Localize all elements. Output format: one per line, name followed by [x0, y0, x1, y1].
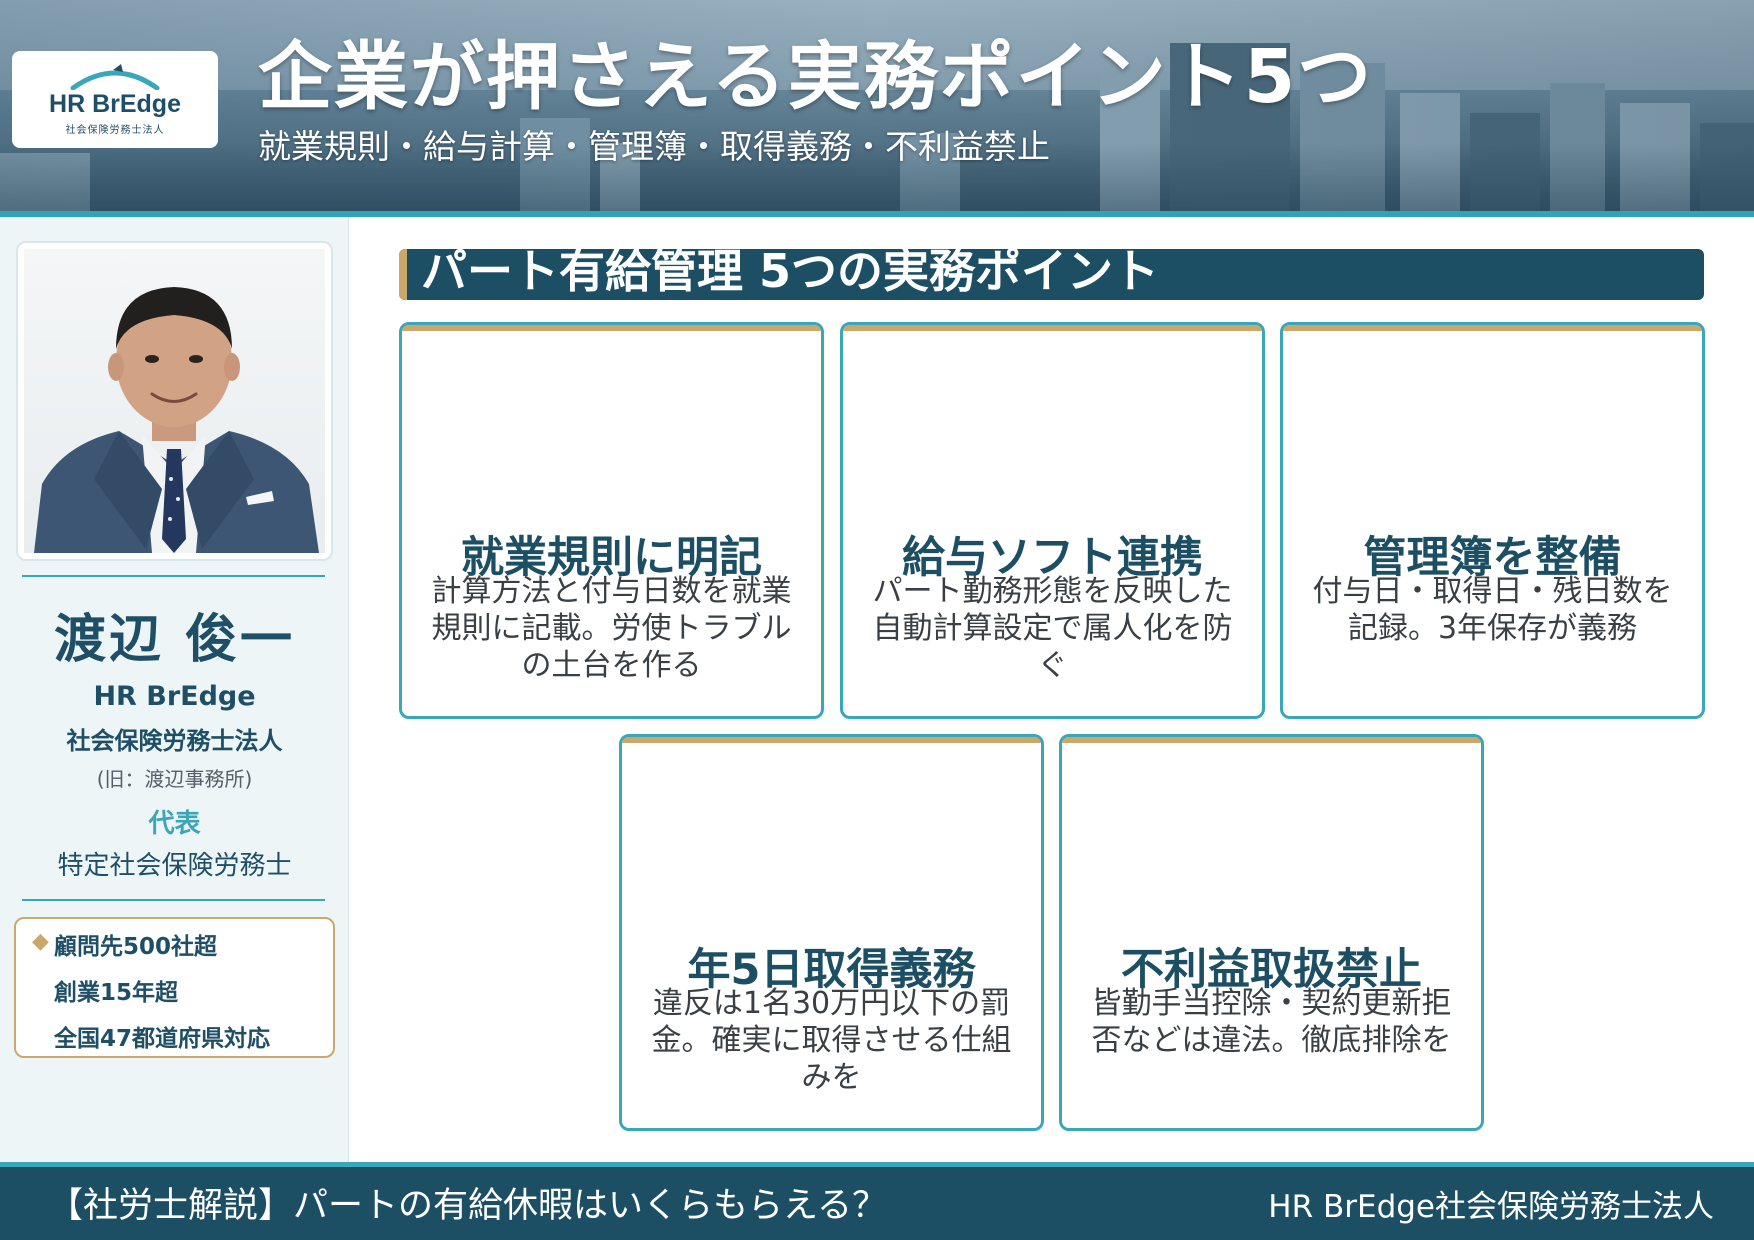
company-name-en: HR BrEdge: [93, 681, 256, 712]
card-accent: [843, 325, 1262, 331]
skyline-building: [1550, 83, 1605, 213]
section-title: パート有給管理 5つの実務ポイント: [421, 249, 1160, 298]
header-divider: [0, 211, 1754, 217]
skyline-building: [1300, 63, 1385, 213]
logo-text: HR BrEdge: [49, 89, 181, 118]
card-title: 年5日取得義務: [687, 945, 976, 995]
card-title: 就業規則に明記: [461, 533, 762, 583]
page-title: 企業が押さえる実務ポイント5つ: [258, 34, 1374, 120]
point-card: 給与ソフト連携 パート勤務形態を反映した自動計算設定で属人化を防ぐ: [840, 322, 1265, 719]
achievement-item: 創業15年超: [54, 980, 179, 1006]
achievements-box: ◆ 顧問先500社超 創業15年超 全国47都道府県対応: [14, 917, 335, 1058]
card-body: パート勤務形態を反映した自動計算設定で属人化を防ぐ: [872, 574, 1233, 683]
skyline-building: [1400, 93, 1460, 213]
card-accent: [402, 325, 821, 331]
header-shade: [0, 143, 1754, 213]
skyline-building: [1470, 113, 1540, 213]
skyline-building: [1170, 43, 1290, 213]
skyline-building: [900, 133, 960, 213]
profile-divider: [22, 575, 325, 577]
person-portrait-icon: [34, 287, 319, 553]
skyline-building: [1100, 73, 1160, 213]
header-banner: HR BrEdge 社会保険労務士法人 企業が押さえる実務ポイント5つ 就業規則…: [0, 0, 1754, 213]
card-accent: [1283, 325, 1702, 331]
card-body: 違反は1名30万円以下の罰金。確実に取得させる仕組みを: [651, 986, 1012, 1095]
footer-article-title: 【社労士解説】パートの有給休暇はいくらもらえる？: [48, 1186, 887, 1226]
skyline-building: [1620, 103, 1690, 213]
section-header: パート有給管理 5つの実務ポイント: [399, 249, 1704, 300]
card-title: 不利益取扱禁止: [1121, 945, 1422, 995]
company-name-jp: 社会保険労務士法人: [66, 727, 283, 755]
card-accent: [622, 737, 1041, 743]
skyline-building: [520, 118, 590, 213]
logo-arc-icon: [70, 63, 160, 90]
skyline-building: [600, 143, 640, 213]
achievement-item: 顧問先500社超: [54, 934, 218, 960]
logo-subtext: 社会保険労務士法人: [65, 124, 165, 136]
card-accent: [1062, 737, 1481, 743]
profile-divider: [22, 899, 325, 901]
profile-sidebar: 渡辺 俊一 HR BrEdge 社会保険労務士法人 (旧：渡辺事務所) 代表 特…: [0, 217, 349, 1162]
card-body: 計算方法と付与日数を就業規則に記載。労使トラブルの土台を作る: [431, 574, 792, 683]
diamond-icon: ◆: [32, 929, 49, 954]
former-company-name: (旧：渡辺事務所): [96, 767, 253, 791]
header-sky: [0, 0, 1754, 90]
section-accent: [399, 249, 407, 300]
person-name: 渡辺 俊一: [53, 610, 296, 670]
point-card: 年5日取得義務 違反は1名30万円以下の罰金。確実に取得させる仕組みを: [619, 734, 1044, 1131]
profile-photo-frame: [16, 241, 333, 561]
header-overlay: [0, 0, 1754, 213]
card-body: 付与日・取得日・残日数を記録。3年保存が義務: [1312, 574, 1673, 646]
point-card: 就業規則に明記 計算方法と付与日数を就業規則に記載。労使トラブルの土台を作る: [399, 322, 824, 719]
person-qualification: 特定社会保険労務士: [57, 851, 292, 881]
person-role: 代表: [148, 809, 201, 839]
company-logo: HR BrEdge 社会保険労務士法人: [12, 51, 218, 148]
skyline-building: [0, 153, 90, 213]
point-card: 管理簿を整備 付与日・取得日・残日数を記録。3年保存が義務: [1280, 322, 1705, 719]
page-subtitle: 就業規則・給与計算・管理簿・取得義務・不利益禁止: [258, 127, 1050, 166]
achievement-item: 全国47都道府県対応: [54, 1026, 271, 1052]
footer-bar: 【社労士解説】パートの有給休暇はいくらもらえる？ HR BrEdge社会保険労務…: [0, 1162, 1754, 1240]
skyline-building: [1700, 123, 1754, 213]
footer-company-name: HR BrEdge社会保険労務士法人: [1268, 1189, 1714, 1225]
profile-photo: [24, 249, 325, 553]
point-card: 不利益取扱禁止 皆勤手当控除・契約更新拒否などは違法。徹底排除を: [1059, 734, 1484, 1131]
card-body: 皆勤手当控除・契約更新拒否などは違法。徹底排除を: [1091, 986, 1452, 1058]
card-title: 給与ソフト連携: [902, 533, 1203, 583]
card-title: 管理簿を整備: [1363, 533, 1622, 583]
